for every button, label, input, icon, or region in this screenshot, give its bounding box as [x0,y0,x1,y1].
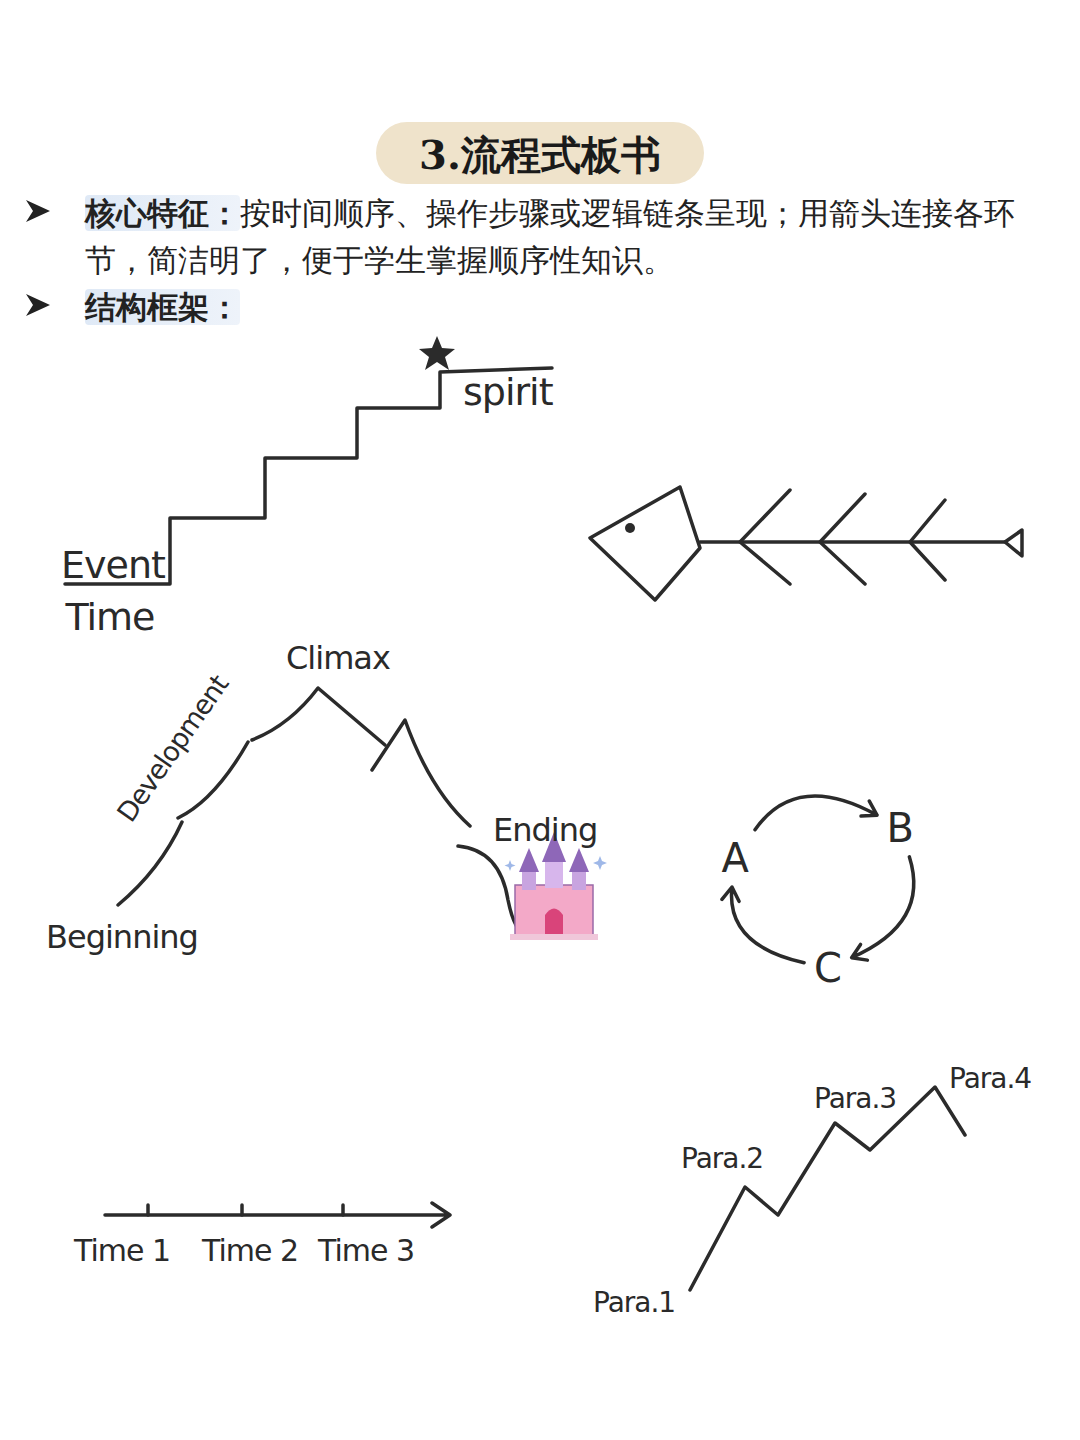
timeline-label: Time 3 [318,1233,414,1268]
paragraph-zigzag [690,1087,965,1290]
plot-label: Climax [286,639,390,677]
bullet-paragraph: 核心特征：按时间顺序、操作步骤或逻辑链条呈现；用箭头连接各环节，简洁明了，便于学… [85,190,1060,284]
cycle-arrow [852,857,914,960]
node-letter: C [814,945,842,991]
paragraph-label: Para.3 [814,1082,896,1115]
bullet-heading: 结构框架： [85,289,240,325]
node-letter: A [722,835,749,881]
cycle-node: B [881,803,920,853]
plot-rise [118,688,385,905]
cycle-arrow [755,796,877,830]
title: 3.流程式板书 [0,128,1080,183]
fish-bones [740,490,945,584]
timeline-label: Time 1 [74,1233,170,1268]
stair-label: spirit [463,370,553,414]
bullet-block: 核心特征：按时间顺序、操作步骤或逻辑链条呈现；用箭头连接各环节，简洁明了，便于学… [85,190,1060,331]
fish-spine [700,540,1005,544]
star [419,336,455,370]
cycle-node: C [808,943,848,993]
plot-label: Ending [493,811,597,849]
node-letter: B [887,805,914,851]
timeline-ticks [148,1205,343,1215]
paragraph-label: Para.2 [681,1142,763,1175]
fish-tail [1005,530,1022,556]
timeline-arrow [105,1203,450,1227]
bullet-arrow [26,200,50,222]
bullet-paragraph: 结构框架： [85,284,1060,331]
stair-label: Time [66,595,155,639]
plot-label: Development [110,669,233,827]
bullet-heading: 核心特征： [85,195,240,231]
timeline-label: Time 2 [202,1233,298,1268]
fish-eye [625,523,635,533]
fish-head [590,487,700,600]
plot-label: Beginning [46,918,198,956]
cycle-arrow [722,887,804,963]
plot-fall [372,720,470,826]
stair-label: Event [61,543,165,587]
paragraph-label: Para.4 [949,1062,1031,1095]
cycle-node: A [716,833,755,883]
paragraph-label: Para.1 [593,1286,675,1319]
bullet-arrow [26,294,50,316]
